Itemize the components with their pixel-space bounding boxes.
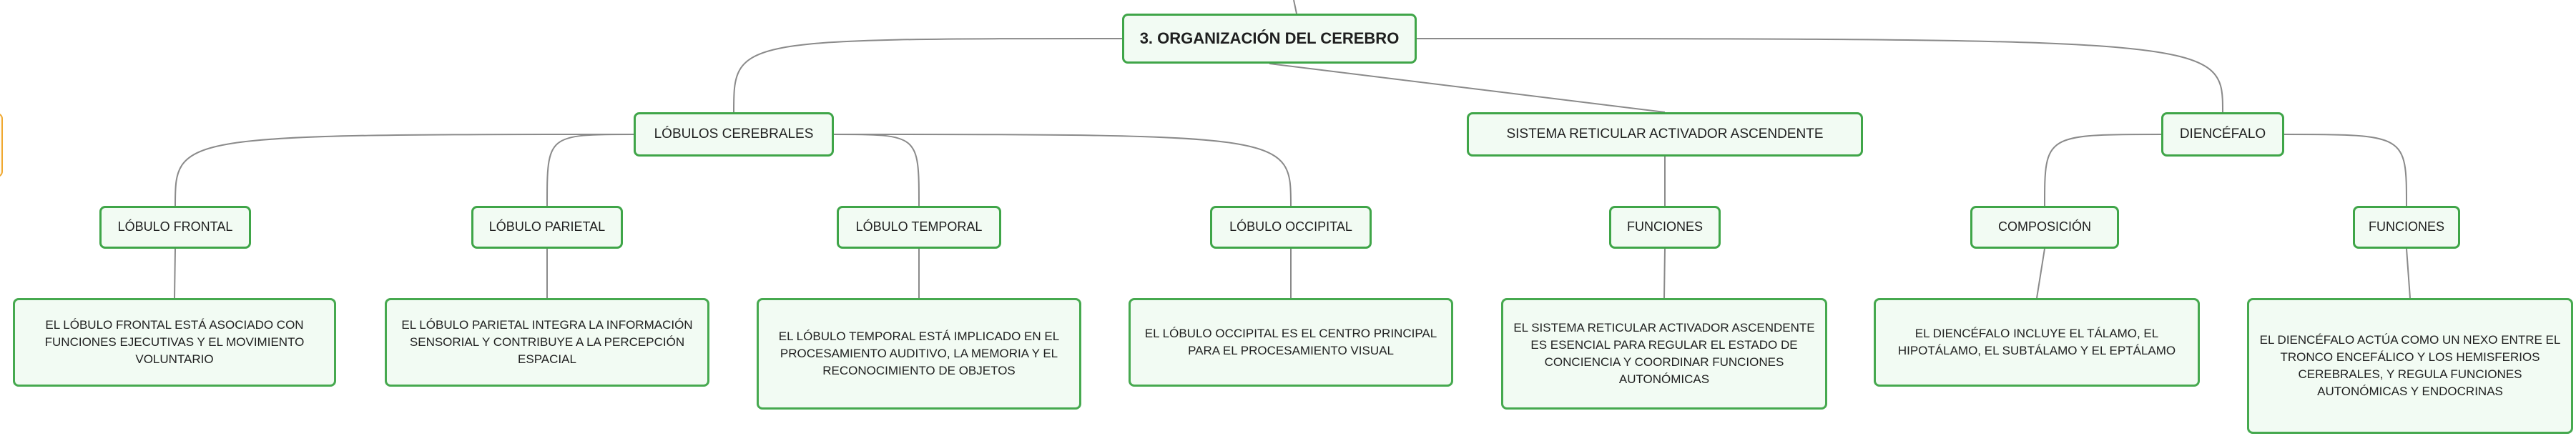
subtopic-funciones-sara[interactable]: FUNCIONES bbox=[1609, 206, 1721, 249]
detail-funciones-sara[interactable]: EL SISTEMA RETICULAR ACTIVADOR ASCENDENT… bbox=[1501, 298, 1827, 410]
topic-lobulos-cerebrales[interactable]: LÓBULOS CEREBRALES bbox=[634, 112, 834, 157]
subtopic-lobulo-parietal[interactable]: LÓBULO PARIETAL bbox=[471, 206, 623, 249]
connector-n-d20 bbox=[2036, 248, 2045, 299]
connector-n-d10 bbox=[1663, 248, 1666, 299]
topic-diencefalo[interactable]: DIENCÉFALO bbox=[2161, 112, 2284, 157]
detail-lobulo-frontal[interactable]: EL LÓBULO FRONTAL ESTÁ ASOCIADO CON FUNC… bbox=[13, 298, 336, 387]
connector-n-b2 bbox=[1416, 38, 2223, 113]
subtopic-lobulo-frontal[interactable]: LÓBULO FRONTAL bbox=[99, 206, 251, 249]
connector-n-c20 bbox=[2044, 134, 2162, 207]
connector-n-d00 bbox=[174, 248, 176, 299]
detail-lobulo-temporal[interactable]: EL LÓBULO TEMPORAL ESTÁ IMPLICADO EN EL … bbox=[757, 298, 1081, 410]
detail-composicion[interactable]: EL DIENCÉFALO INCLUYE EL TÁLAMO, EL HIPO… bbox=[1874, 298, 2200, 387]
detail-lobulo-parietal[interactable]: EL LÓBULO PARIETAL INTEGRA LA INFORMACIÓ… bbox=[385, 298, 709, 387]
collapsed-side-panel-tab[interactable] bbox=[0, 113, 3, 177]
connector-n-c00 bbox=[174, 134, 634, 207]
subtopic-composicion[interactable]: COMPOSICIÓN bbox=[1970, 206, 2119, 249]
connector-n-b1 bbox=[1269, 63, 1666, 113]
connector-n-c01 bbox=[546, 134, 634, 207]
connector-n-c02 bbox=[833, 134, 920, 207]
detail-lobulo-occipital[interactable]: EL LÓBULO OCCIPITAL ES EL CENTRO PRINCIP… bbox=[1129, 298, 1453, 387]
root-topic[interactable]: 3. ORGANIZACIÓN DEL CEREBRO bbox=[1122, 14, 1417, 64]
subtopic-funciones-diencefalo[interactable]: FUNCIONES bbox=[2353, 206, 2460, 249]
topic-sistema-reticular[interactable]: SISTEMA RETICULAR ACTIVADOR ASCENDENTE bbox=[1467, 112, 1863, 157]
detail-funciones-diencefalo[interactable]: EL DIENCÉFALO ACTÚA COMO UN NEXO ENTRE E… bbox=[2247, 298, 2573, 434]
connector-n-c21 bbox=[2284, 134, 2407, 207]
subtopic-lobulo-temporal[interactable]: LÓBULO TEMPORAL bbox=[837, 206, 1001, 249]
connector-n-c03 bbox=[833, 134, 1292, 207]
connector-root-in bbox=[1293, 0, 1297, 14]
connector-n-b0 bbox=[733, 38, 1123, 113]
connector-n-d21 bbox=[2406, 248, 2411, 299]
subtopic-lobulo-occipital[interactable]: LÓBULO OCCIPITAL bbox=[1210, 206, 1372, 249]
